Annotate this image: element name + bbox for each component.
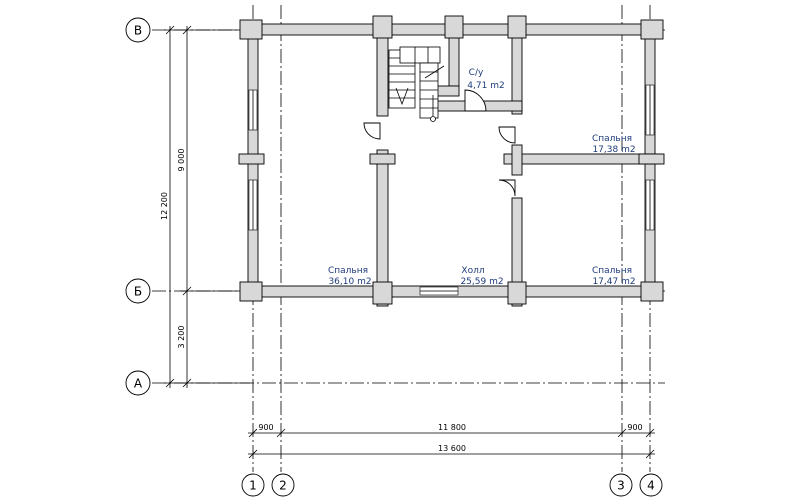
- label-bedroom-se: Спальня 17,47 m2: [592, 266, 636, 287]
- svg-text:В: В: [134, 24, 142, 38]
- room-name-hall: Холл: [461, 266, 484, 276]
- windows: [248, 84, 655, 296]
- room-area-hall: 25,59 m2: [460, 277, 503, 287]
- room-area-bathroom: 4,71 m2: [467, 81, 504, 91]
- axis-bubble-b: Б: [125, 278, 151, 304]
- axis-bubble-1: 1: [241, 473, 265, 497]
- dim-right: 900: [627, 423, 642, 432]
- room-name-bathroom: С/у: [469, 68, 484, 78]
- dim-upper-vertical: 9 000: [177, 149, 186, 172]
- wall-west-bedroom: [376, 149, 389, 307]
- room-area-bedroom-ne: 17,38 m2: [592, 145, 635, 155]
- svg-text:Б: Б: [134, 285, 142, 299]
- stair-landing: [399, 46, 441, 64]
- svg-text:4: 4: [647, 479, 655, 493]
- door-bathroom: [464, 89, 487, 112]
- wall-bedrooms-divider: [503, 153, 661, 165]
- axis-bubble-4: 4: [639, 473, 663, 497]
- doors: [363, 89, 516, 197]
- label-bedroom-w: Спальня 36,10 m2: [328, 266, 372, 287]
- joint-north-1: [372, 15, 393, 39]
- svg-text:2: 2: [279, 479, 287, 493]
- svg-text:3: 3: [617, 479, 625, 493]
- svg-text:А: А: [134, 377, 143, 391]
- wall-hall-east: [511, 197, 523, 307]
- wall-bathroom-west: [436, 85, 460, 97]
- label-hall: Холл 25,59 m2: [460, 266, 503, 287]
- label-bedroom-ne: Спальня 17,38 m2: [592, 134, 636, 155]
- joint-north-3: [507, 15, 527, 39]
- axis-bubble-v: В: [125, 17, 151, 43]
- dim-middle: 11 800: [438, 423, 466, 432]
- horizontal-dimensions: 900 11 800 900 13 600: [248, 423, 655, 459]
- room-name-bedroom-se: Спальня: [592, 266, 632, 276]
- corner-ne: [640, 19, 664, 40]
- walls: [243, 23, 661, 307]
- room-area-bedroom-w: 36,10 m2: [328, 277, 371, 287]
- room-area-bedroom-se: 17,47 m2: [592, 277, 635, 287]
- joint-east-outer: [638, 153, 665, 165]
- room-labels: С/у 4,71 m2 Спальня 17,38 m2 Спальня 36,…: [328, 68, 636, 287]
- axis-bubbles: В Б А 1 2 3 4: [125, 17, 663, 497]
- joint-south-1: [372, 281, 393, 305]
- joint-west-outer: [238, 153, 265, 165]
- wall-joints: [238, 15, 665, 305]
- stair-flight-east: [419, 62, 439, 119]
- dim-total-vertical: 12 200: [160, 192, 169, 220]
- door-bedroom-se: [498, 179, 516, 197]
- dim-left: 900: [258, 423, 273, 432]
- axis-bubble-a: А: [125, 370, 151, 396]
- staircase: [388, 46, 445, 122]
- room-name-bedroom-ne: Спальня: [592, 134, 632, 144]
- joint-north-2: [444, 15, 464, 39]
- axis-bubble-3: 3: [609, 473, 633, 497]
- corner-sw: [239, 281, 263, 302]
- dim-total-horizontal: 13 600: [438, 444, 466, 453]
- axis-bubble-2: 2: [271, 473, 295, 497]
- joint-west-mid: [369, 153, 396, 165]
- door-bedroom-west: [363, 122, 381, 140]
- door-bedroom-ne: [498, 126, 516, 144]
- joint-south-2: [507, 281, 527, 305]
- vertical-dimensions: 12 200 9 000 3 200: [160, 25, 250, 388]
- room-name-bedroom-w: Спальня: [328, 266, 368, 276]
- dim-lower-vertical: 3 200: [177, 326, 186, 349]
- label-bathroom: С/у 4,71 m2: [467, 68, 504, 91]
- svg-text:1: 1: [249, 479, 257, 493]
- corner-se: [640, 281, 664, 302]
- wall-hall-east-mid: [511, 144, 523, 176]
- corner-nw: [239, 19, 263, 40]
